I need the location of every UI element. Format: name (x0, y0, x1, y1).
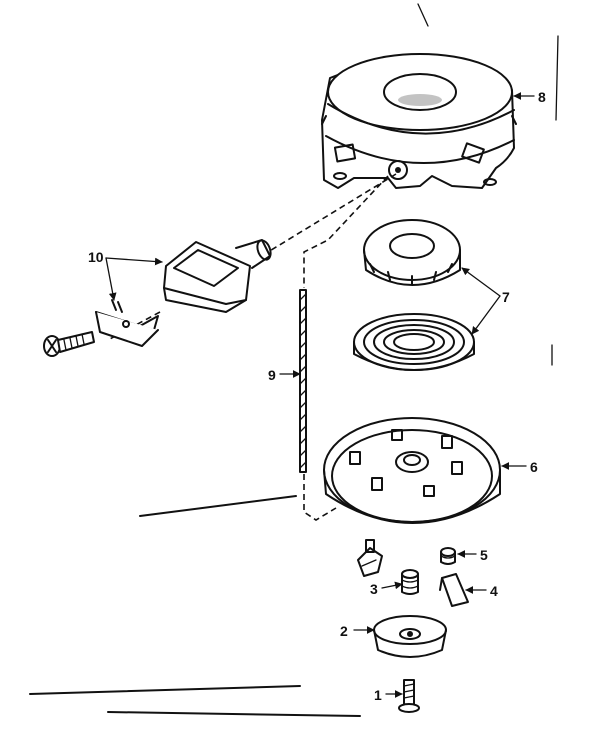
retainer-clip (439, 573, 469, 607)
callout-9: 9 (268, 367, 276, 383)
rope-insert (95, 299, 159, 347)
callout-1: 1 (374, 687, 382, 703)
brake-spring (401, 569, 419, 595)
starter-handle (163, 239, 272, 313)
small-spring (440, 547, 456, 565)
retainer-cup (373, 615, 447, 658)
handle-screw (43, 331, 95, 357)
assembly-lines (107, 173, 397, 521)
scan-marks (29, 3, 559, 717)
starter-rope (299, 289, 307, 473)
starter-housing (321, 53, 517, 189)
recoil-spring (353, 313, 475, 371)
callout-10: 10 (88, 249, 104, 265)
spring-cap (363, 219, 461, 286)
callout-labels: 8 7 6 9 10 5 4 3 2 1 (88, 89, 546, 703)
pawl (357, 539, 383, 577)
shoulder-screw (398, 679, 420, 713)
callout-5: 5 (480, 547, 488, 563)
callout-3: 3 (370, 581, 378, 597)
callout-8: 8 (538, 89, 546, 105)
callout-7: 7 (502, 289, 510, 305)
callout-6: 6 (530, 459, 538, 475)
callout-2: 2 (340, 623, 348, 639)
pulley (323, 417, 501, 524)
callout-leaders (105, 92, 535, 698)
callout-4: 4 (490, 583, 498, 599)
